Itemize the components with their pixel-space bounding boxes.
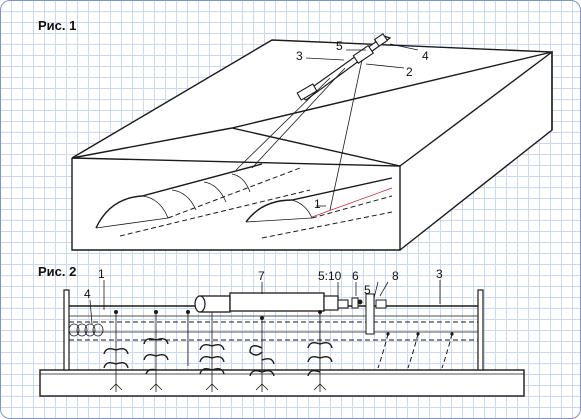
- figure-1-labels: 5 3 4 2 1: [296, 39, 429, 211]
- figure-2: Рис. 2: [38, 264, 525, 397]
- label-fig1-1: 1: [314, 197, 321, 211]
- label-fig1-5: 5: [336, 39, 343, 53]
- plant: [307, 310, 333, 392]
- post-left: [63, 289, 70, 371]
- greenhouse-box: [71, 39, 553, 251]
- fittings: [351, 293, 387, 335]
- figure-2-labels: 1 4 7 5:10 6 8 5 3: [84, 267, 443, 325]
- label-fig1-3: 3: [296, 49, 303, 63]
- label-fig2-8: 8: [392, 269, 399, 283]
- spray-lines: [377, 332, 454, 369]
- overhead-rail: [235, 33, 392, 211]
- tunnel-bed-left: [95, 163, 311, 237]
- plant: [199, 312, 225, 392]
- label-fig2-1: 1: [98, 267, 105, 281]
- label-fig2-5: 5: [364, 283, 371, 297]
- tunnel-bed-right: [245, 177, 393, 239]
- plant: [249, 316, 275, 392]
- ground-base: [39, 369, 525, 397]
- plant: [186, 310, 190, 366]
- figure-1: Рис. 1: [38, 18, 553, 251]
- label-fig2-7: 7: [258, 269, 265, 283]
- label-fig2-6: 6: [352, 269, 359, 283]
- plants: [103, 310, 454, 392]
- hose-coil: [68, 323, 104, 337]
- label-fig2-4: 4: [84, 287, 91, 301]
- post-right: [477, 289, 484, 371]
- label-fig1-4: 4: [422, 49, 429, 63]
- label-fig2-3: 3: [436, 267, 443, 281]
- label-fig2-5-10: 5:10: [318, 269, 342, 283]
- figure-1-title: Рис. 1: [38, 18, 76, 33]
- label-fig1-2: 2: [406, 65, 413, 79]
- figure-2-title: Рис. 2: [38, 264, 76, 279]
- plant: [103, 310, 129, 392]
- plant: [143, 310, 169, 392]
- cylinder-unit: [194, 292, 349, 313]
